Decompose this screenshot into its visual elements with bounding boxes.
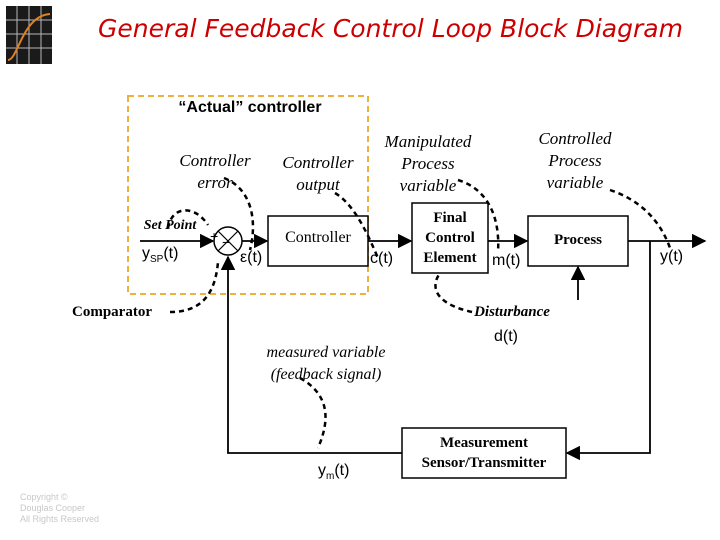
logo (6, 6, 52, 64)
pointer-set-point (166, 209, 210, 229)
manipulated-variable-label: Manipulated Process variable (384, 132, 472, 195)
pointer-controlled (609, 188, 672, 249)
plus-sign: + (210, 228, 219, 244)
pointer-disturbance (434, 272, 473, 314)
output-signal: y(t) (660, 248, 684, 265)
set-point-label: Set Point (143, 218, 197, 233)
disturbance-signal: d(t) (494, 328, 518, 345)
measured-signal: ym(t) (318, 462, 350, 483)
setpoint-signal: ySP(t) (142, 245, 179, 266)
process-block-label: Process (553, 232, 603, 248)
disturbance-label: Disturbance (474, 304, 550, 320)
minus-sign: − (222, 234, 231, 250)
actual-controller-box (127, 95, 369, 295)
final-control-element-label: Final Control Element (423, 210, 477, 266)
measured-variable-label: measured variable (feedback signal) (266, 344, 386, 383)
pointer-comparator (169, 261, 220, 314)
pointer-measured (299, 376, 327, 449)
comparator-label: Comparator (72, 304, 152, 320)
page-title: General Feedback Control Loop Block Diag… (98, 14, 683, 43)
actual-controller-label: “Actual” controller (178, 99, 322, 116)
feedback-to-sensor (565, 241, 651, 461)
controller-output-signal: c(t) (370, 250, 394, 267)
measurement-block (401, 427, 567, 479)
feedback-to-comparator (220, 255, 402, 454)
controller-error-label: Controller error (179, 151, 251, 192)
copyright-notice: Copyright © Douglas Cooper All Rights Re… (20, 492, 100, 524)
measurement-block-label: Measurement Sensor/Transmitter (421, 435, 547, 471)
controlled-variable-label: Controlled Process variable (538, 129, 612, 192)
error-signal: ε(t) (240, 249, 263, 266)
pointer-manipulated (457, 178, 500, 253)
controller-block-label: Controller (285, 229, 351, 246)
pointer-controller-error (223, 176, 255, 251)
pointer-controller-output (334, 191, 380, 259)
manipulated-signal: m(t) (492, 252, 521, 269)
controller-output-label: Controller output (282, 153, 354, 194)
final-control-element-block (411, 202, 489, 274)
